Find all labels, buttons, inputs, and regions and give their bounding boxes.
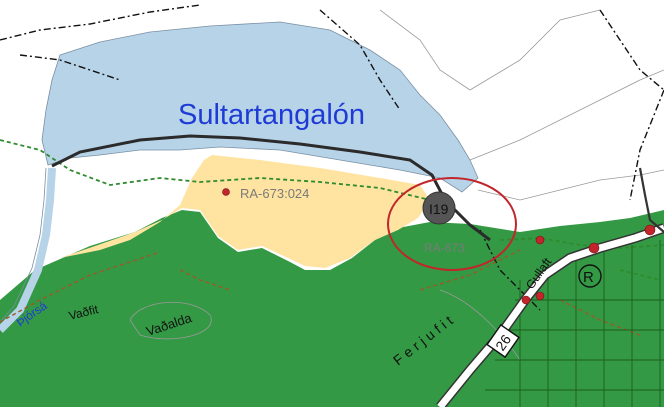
- green-boundaries: [0, 139, 664, 281]
- river-bank: [0, 167, 47, 323]
- site-point: [535, 291, 545, 301]
- marker-i19: [422, 191, 456, 225]
- highlight-circle: [387, 177, 517, 271]
- main-road: [437, 224, 664, 407]
- grid-lines: [485, 240, 664, 407]
- dry-land-area: [60, 155, 430, 268]
- site-label-1: RA-673:024: [240, 186, 309, 201]
- site-points: [222, 188, 656, 305]
- symbol-label: R: [583, 269, 594, 286]
- lake-label: Sultartangalón: [178, 99, 365, 131]
- vegetation-area: [0, 210, 664, 407]
- side-road: [638, 167, 664, 233]
- marker-label: I19: [429, 201, 449, 217]
- river: [0, 167, 56, 333]
- site-point: [521, 295, 531, 305]
- contour-lines: [129, 9, 664, 361]
- site-label-2: RA-673:: [424, 241, 468, 255]
- symbol-circle: [578, 264, 602, 288]
- site-point: [644, 224, 656, 236]
- site-point: [535, 235, 545, 245]
- site-point: [222, 188, 230, 196]
- road-shield: [486, 323, 520, 359]
- admin-boundaries: [0, 4, 664, 311]
- site-point: [588, 242, 600, 254]
